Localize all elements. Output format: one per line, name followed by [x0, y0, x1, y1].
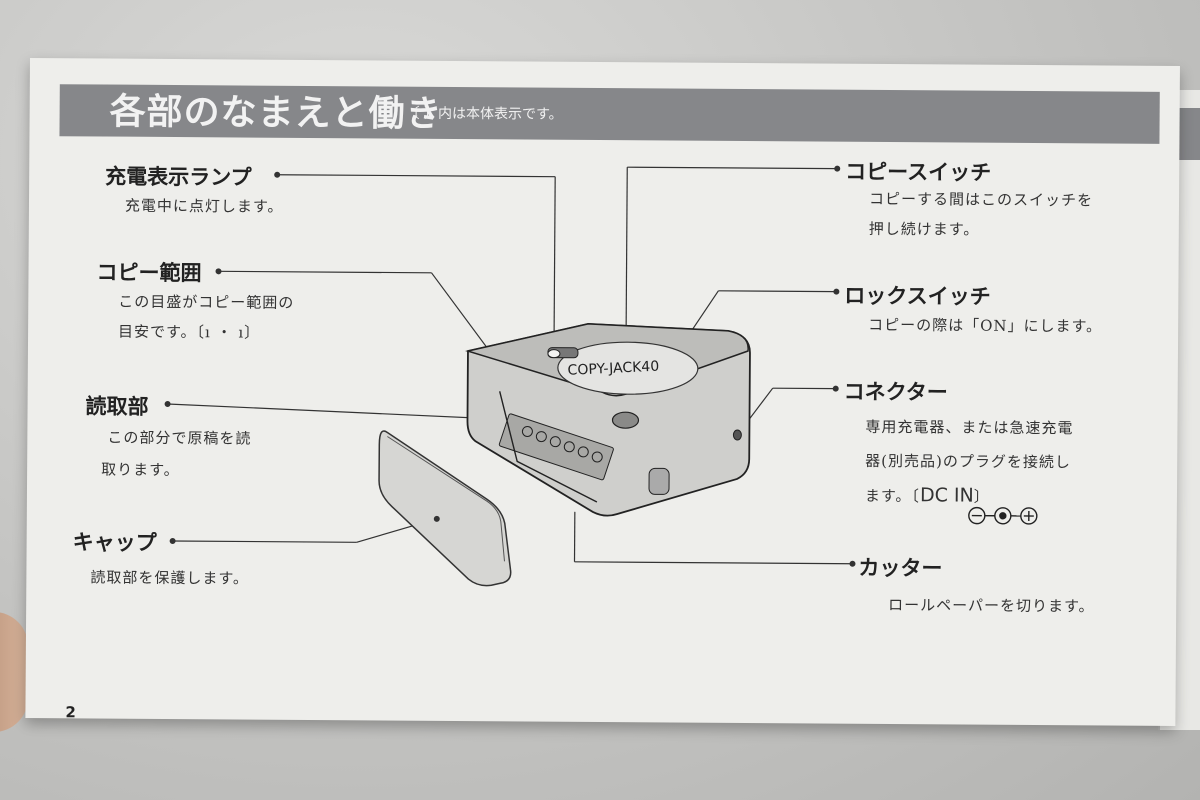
leader-charge-lamp — [277, 174, 556, 178]
manual-page: 各部のなまえと働き 〔 〕内は本体表示です。 — [25, 58, 1180, 727]
cap-illustration — [378, 430, 512, 587]
leader-cap — [172, 540, 357, 543]
leader-copy-switch — [627, 166, 838, 170]
desc-copy-range-2: 目安です。〔ı ・ ı〕 — [118, 322, 261, 342]
desc-cap-1: 読取部を保護します。 — [90, 568, 249, 588]
label-copy-switch: コピースイッチ — [845, 159, 992, 185]
desc-charge-lamp-1: 充電中に点灯します。 — [124, 196, 284, 216]
device-body: COPY-JACK40 — [465, 322, 751, 517]
label-cutter: カッター — [858, 555, 943, 581]
desc-connector-2: 器(別売品)のプラグを接続し — [865, 451, 1071, 472]
copy-switch-button — [611, 411, 640, 429]
desc-connector-3-text: ます。〔 — [864, 486, 921, 506]
desc-cutter-1: ロールペーパーを切ります。 — [888, 596, 1095, 616]
desc-connector-1: 専用充電器、または急速充電 — [865, 417, 1074, 438]
label-connector: コネクター — [843, 379, 948, 405]
label-cap: キャップ — [72, 530, 157, 555]
leader-lock-switch — [718, 290, 837, 293]
desc-reader-2: 取ります。 — [101, 460, 180, 480]
page-number: 2 — [65, 703, 76, 722]
device-diagram: COPY-JACK40 — [164, 165, 856, 587]
thumb — [0, 612, 28, 732]
dc-in-label: DC IN — [919, 484, 974, 507]
dc-in-close-bracket: 〕 — [973, 487, 990, 506]
desc-copy-switch-2: 押し続けます。 — [868, 219, 980, 239]
label-charge-lamp: 充電表示ランプ — [105, 164, 252, 190]
desc-reader-1: この部分で原稿を読 — [107, 428, 252, 448]
desc-lock-switch-1: コピーの際は「ON」にします。 — [868, 315, 1103, 336]
desc-copy-range-1: この目盛がコピー範囲の — [118, 292, 295, 312]
label-copy-range: コピー範囲 — [96, 260, 202, 286]
connector-port — [732, 429, 742, 441]
desc-copy-switch-1: コピーする間はこのスイッチを — [868, 189, 1094, 210]
dc-polarity-icon — [968, 506, 1038, 525]
label-lock-switch: ロックスイッチ — [844, 283, 991, 309]
leader-copy-range — [218, 270, 432, 274]
side-slider — [648, 467, 670, 495]
model-label: COPY-JACK40 — [567, 359, 659, 379]
label-reader: 読取部 — [85, 394, 149, 419]
